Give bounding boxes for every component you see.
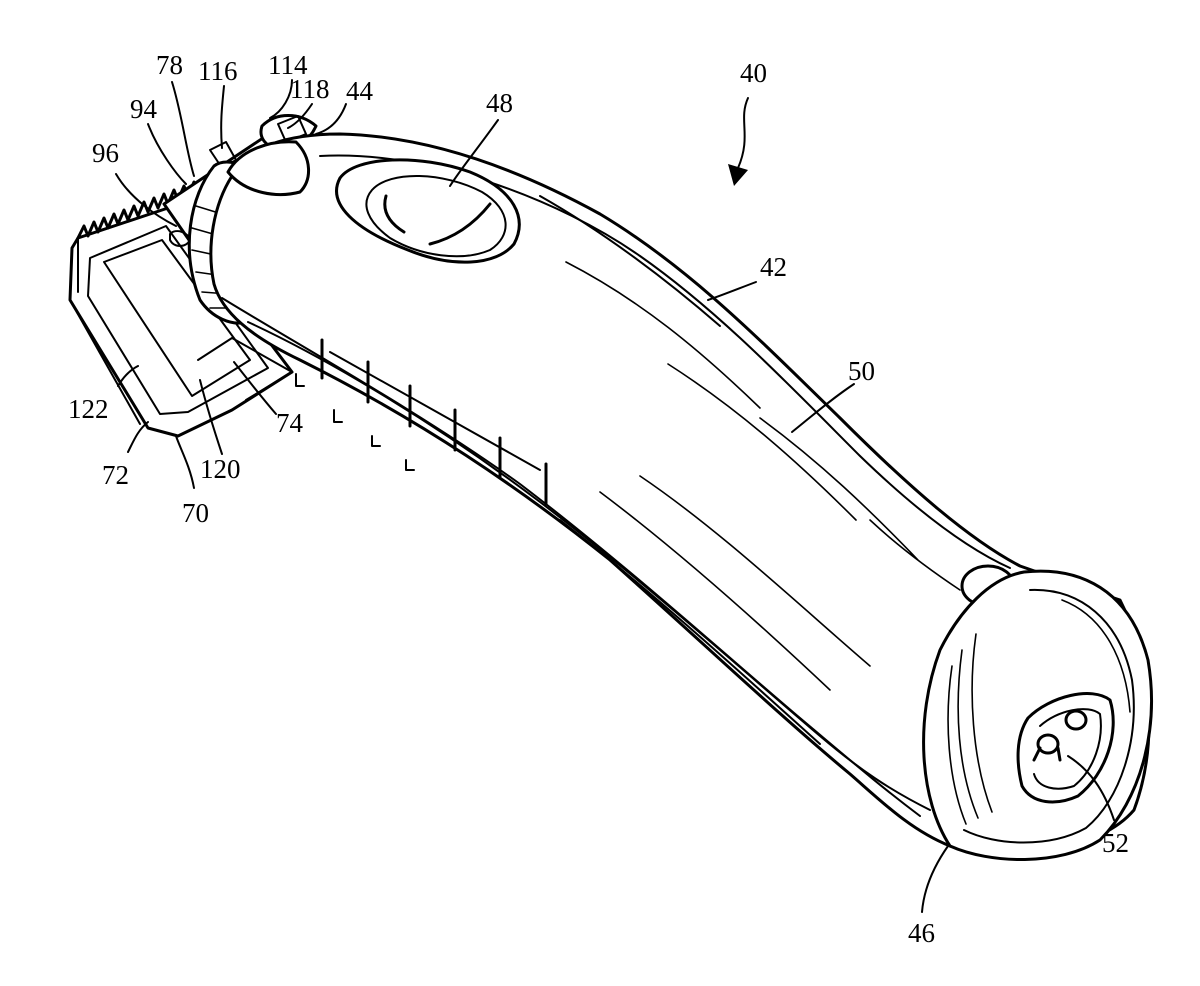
ref-96: 96: [92, 138, 119, 168]
leader-70: [175, 435, 195, 489]
power-switch: [335, 158, 521, 264]
ref-44: 44: [346, 76, 374, 106]
collar-tab-118: [277, 115, 307, 143]
comb-side-74: [197, 337, 293, 401]
ref-42: 42: [760, 252, 787, 282]
ref-72: 72: [102, 460, 129, 490]
socket-pins: [1032, 709, 1088, 762]
ref-118: 118: [290, 74, 330, 104]
switch-recess: [335, 158, 521, 264]
leader-74: [233, 361, 277, 415]
leader-46: [921, 845, 949, 913]
switch-grip: [383, 194, 492, 246]
comb-frame-inner: [87, 225, 269, 415]
ref-70: 70: [182, 498, 209, 528]
comb-frame-window: [103, 239, 251, 397]
leader-120: [199, 379, 223, 455]
handle-bottom-contour-2: [247, 321, 931, 811]
ref-46: 46: [908, 918, 935, 948]
ref-78: 78: [156, 50, 183, 80]
leader-96: [115, 173, 177, 227]
switch-button: [365, 175, 507, 258]
handle-shading: [565, 261, 961, 691]
leader-52: [1067, 755, 1115, 821]
ref-114: 114: [268, 50, 308, 80]
head-cap: [226, 140, 310, 196]
leader-44: [315, 103, 347, 135]
leader-50: [791, 383, 855, 433]
leader-122: [117, 365, 139, 387]
leader-78: [171, 81, 195, 177]
ref-94: 94: [130, 94, 158, 124]
leader-94: [147, 123, 187, 185]
rear-cap-ring-2: [947, 599, 1131, 825]
leader-116: [220, 85, 225, 149]
leader-42: [707, 281, 757, 301]
handle-feet: [295, 373, 415, 471]
ref-50: 50: [848, 356, 875, 386]
leader-48: [449, 119, 499, 187]
comb-frame-edge: [69, 237, 141, 425]
vent-slots: [320, 338, 548, 506]
reference-numerals: 40 42 44 46 48 50 52 70 72 74 78 94 96 1…: [68, 50, 1129, 948]
handle-outline: [209, 132, 1151, 854]
ref-48: 48: [486, 88, 513, 118]
ref-74: 74: [276, 408, 304, 438]
rear-cap-ring: [963, 588, 1135, 844]
leader-72: [127, 421, 149, 453]
ref-122: 122: [68, 394, 109, 424]
ref-116: 116: [198, 56, 238, 86]
ref-120: 120: [200, 454, 241, 484]
leader-114: [269, 79, 293, 119]
leader-lines: [115, 79, 1115, 913]
handle-bottom-contour-3: [559, 519, 821, 745]
ref-52: 52: [1102, 828, 1129, 858]
leader-118: [287, 103, 313, 129]
handle-body: [209, 132, 1151, 854]
arrow-40-head: [728, 164, 748, 186]
arrow-40: [737, 97, 749, 169]
collar-ribs: [191, 205, 235, 309]
handle-top-contour-2: [539, 195, 721, 327]
ref-40: 40: [740, 58, 767, 88]
